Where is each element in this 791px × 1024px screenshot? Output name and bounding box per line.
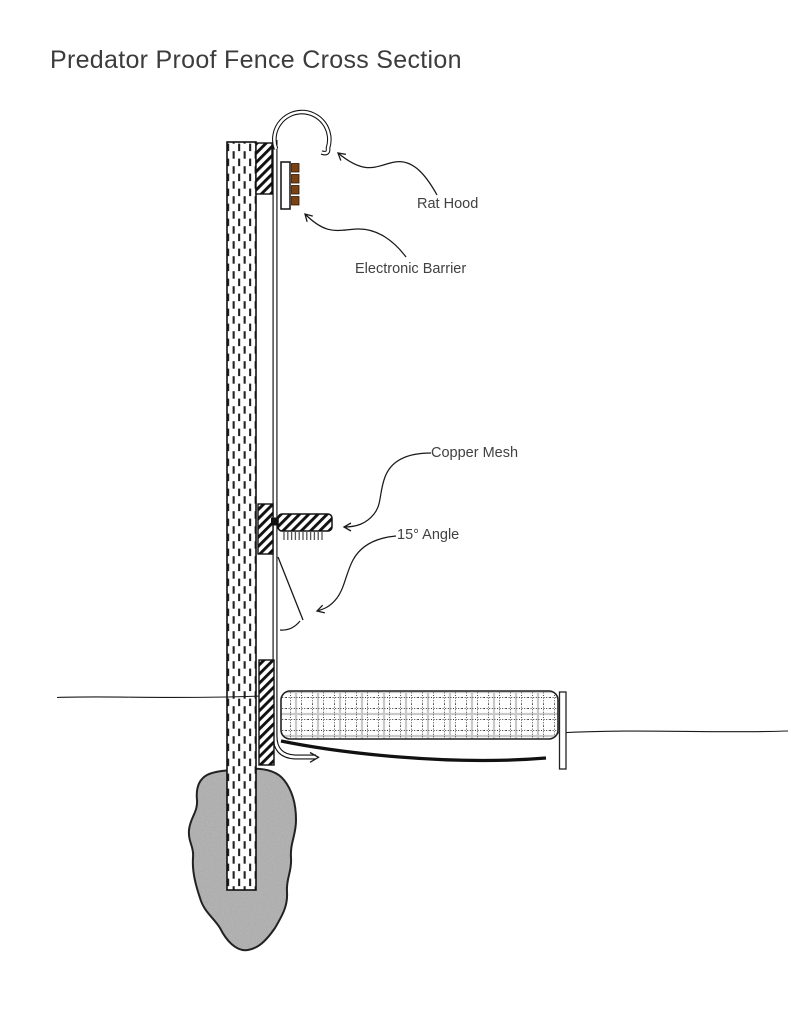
rat-hood-label: Rat Hood	[417, 196, 479, 212]
angle-arc	[279, 620, 301, 631]
apron-end-bar	[558, 691, 567, 770]
electronic-barrier-label: Electronic Barrier	[355, 261, 467, 277]
top-bracket	[255, 142, 273, 195]
angle-construction	[277, 556, 304, 631]
ground-bracket	[258, 659, 275, 766]
wire-mesh	[272, 140, 320, 763]
rat-hood-arc	[272, 109, 332, 156]
electronic-barrier-device	[280, 161, 300, 210]
angle-leader	[315, 535, 397, 614]
electronic-barrier-led	[291, 163, 300, 173]
electronic-barrier-led	[291, 174, 300, 184]
angle-label: 15° Angle	[397, 527, 460, 543]
copper-mesh-label: Copper Mesh	[431, 445, 519, 461]
electronic-barrier-leader	[304, 213, 407, 258]
copper-mesh-bristles	[283, 531, 323, 540]
electronic-barrier-led	[291, 185, 300, 195]
page-title: Predator Proof Fence Cross Section	[50, 46, 462, 74]
middle-bracket	[257, 503, 274, 555]
fence-post	[226, 141, 257, 891]
copper-mesh-bar	[277, 513, 333, 532]
angle-line	[277, 556, 304, 621]
copper-mesh-leader	[342, 452, 432, 532]
bracket-bolt	[271, 517, 279, 526]
electronic-barrier-led	[291, 196, 300, 206]
ground-line-right	[557, 730, 789, 734]
buried-mesh-apron	[280, 690, 559, 740]
electronic-barrier-strip	[280, 161, 291, 210]
copper-mesh-assembly	[257, 503, 333, 555]
mesh-outturn-arrow	[309, 751, 320, 763]
mesh-skirt-curve	[280, 739, 547, 763]
ground-line-left	[56, 695, 263, 699]
rat-hood-leader	[336, 152, 438, 196]
